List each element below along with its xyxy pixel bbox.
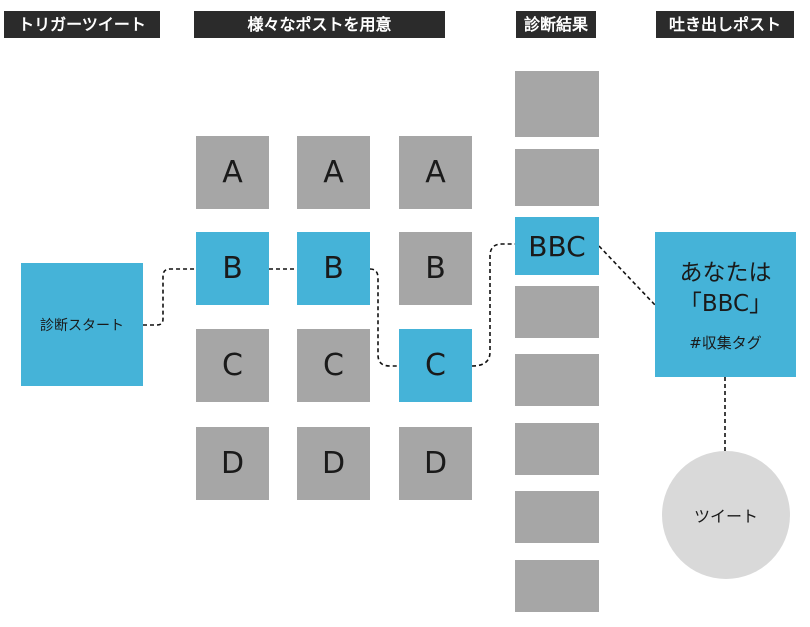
header-output-post: 吐き出しポスト bbox=[656, 11, 794, 38]
tweet-label: ツイート bbox=[693, 507, 758, 526]
option-label: A bbox=[323, 155, 344, 190]
output-post-line1: あなたは bbox=[679, 260, 772, 286]
connector-b2-to-c3 bbox=[369, 268, 399, 367]
output-post-message: あなたは 「BBC」 bbox=[679, 258, 772, 320]
option-col1-b-selected: B bbox=[196, 232, 269, 305]
option-col1-d: D bbox=[196, 427, 269, 500]
option-col1-c: C bbox=[196, 329, 269, 402]
option-label: C bbox=[425, 348, 446, 383]
option-label: C bbox=[222, 348, 243, 383]
result-slot bbox=[515, 491, 599, 543]
option-label: B bbox=[222, 251, 243, 286]
tweet-circle: ツイート bbox=[662, 451, 790, 579]
result-slot bbox=[515, 71, 599, 137]
result-slot bbox=[515, 423, 599, 475]
option-label: D bbox=[220, 446, 245, 481]
result-slot-selected: BBC bbox=[515, 217, 599, 275]
option-label: C bbox=[323, 348, 344, 383]
header-prepare-posts: 様々なポストを用意 bbox=[194, 11, 445, 38]
connector-result-to-post bbox=[598, 245, 656, 306]
result-slot bbox=[515, 560, 599, 612]
option-col1-a: A bbox=[196, 136, 269, 209]
output-post-box: あなたは 「BBC」 #収集タグ bbox=[655, 232, 796, 377]
option-label: A bbox=[222, 155, 243, 190]
connector-c3-to-result bbox=[471, 243, 515, 367]
option-label: B bbox=[323, 251, 344, 286]
option-col3-a: A bbox=[399, 136, 472, 209]
option-col3-b: B bbox=[399, 232, 472, 305]
option-col2-b-selected: B bbox=[297, 232, 370, 305]
option-col3-c-selected: C bbox=[399, 329, 472, 402]
header-trigger-tweet: トリガーツイート bbox=[4, 11, 160, 38]
result-slot bbox=[515, 286, 599, 338]
option-col3-d: D bbox=[399, 427, 472, 500]
header-diagnosis-result: 診断結果 bbox=[516, 11, 596, 38]
option-label: A bbox=[425, 155, 446, 190]
option-label: B bbox=[425, 251, 446, 286]
diagnosis-start-box: 診断スタート bbox=[21, 263, 143, 386]
option-label: D bbox=[423, 446, 448, 481]
result-label: BBC bbox=[528, 229, 586, 263]
option-col2-c: C bbox=[297, 329, 370, 402]
connector-start-to-b1 bbox=[143, 268, 196, 326]
output-post-line2: 「BBC」 bbox=[678, 291, 773, 317]
result-slot bbox=[515, 354, 599, 406]
option-col2-a: A bbox=[297, 136, 370, 209]
result-slot bbox=[515, 149, 599, 206]
diagnosis-start-label: 診断スタート bbox=[40, 317, 124, 334]
option-col2-d: D bbox=[297, 427, 370, 500]
option-label: D bbox=[321, 446, 346, 481]
output-post-hashtag: #収集タグ bbox=[689, 334, 762, 352]
